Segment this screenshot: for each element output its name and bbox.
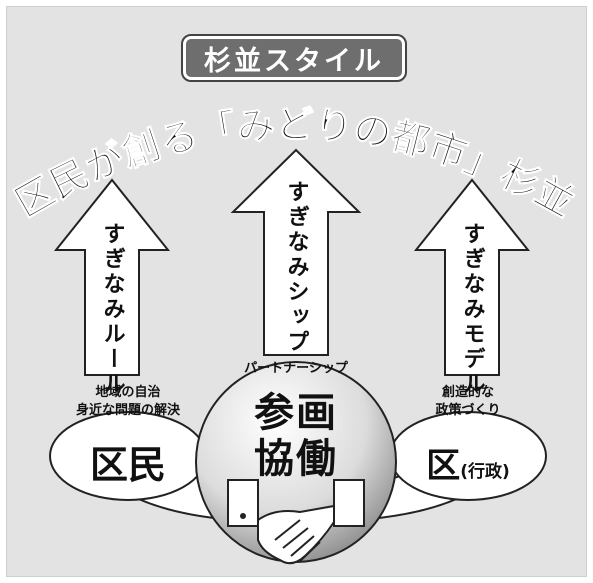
left-oval-label: 区民 — [89, 443, 166, 487]
center-word-1: 参画 — [254, 390, 338, 436]
right-oval-main: 区 — [426, 446, 461, 486]
right-cuff — [333, 479, 365, 527]
arrow-center — [230, 148, 362, 356]
partnership-label: パートナーシップ — [244, 361, 348, 376]
arrow-left — [53, 178, 171, 376]
right-oval-label: 区(行政) — [412, 438, 524, 487]
center-word-2: 協働 — [254, 436, 338, 482]
left-note-1: 地域の自治 — [95, 385, 161, 400]
arrow-center-label: すぎなみシップ — [284, 180, 309, 355]
left-note-2: 身近な問題の解決 — [75, 403, 180, 418]
title-badge: 杉並スタイル — [181, 34, 407, 82]
right-oval-sub: (行政) — [460, 462, 510, 482]
handshake-fingers — [274, 519, 321, 563]
right-note-1: 創造的な — [441, 385, 494, 400]
arrow-right — [413, 178, 531, 376]
arrow-right-label: すぎなみモデル — [460, 222, 485, 397]
arrow-left-label: すぎなみルール — [100, 222, 125, 397]
right-note-2: 政策づくり — [435, 403, 501, 418]
left-cufflink — [240, 513, 246, 519]
left-cuff — [227, 479, 259, 527]
